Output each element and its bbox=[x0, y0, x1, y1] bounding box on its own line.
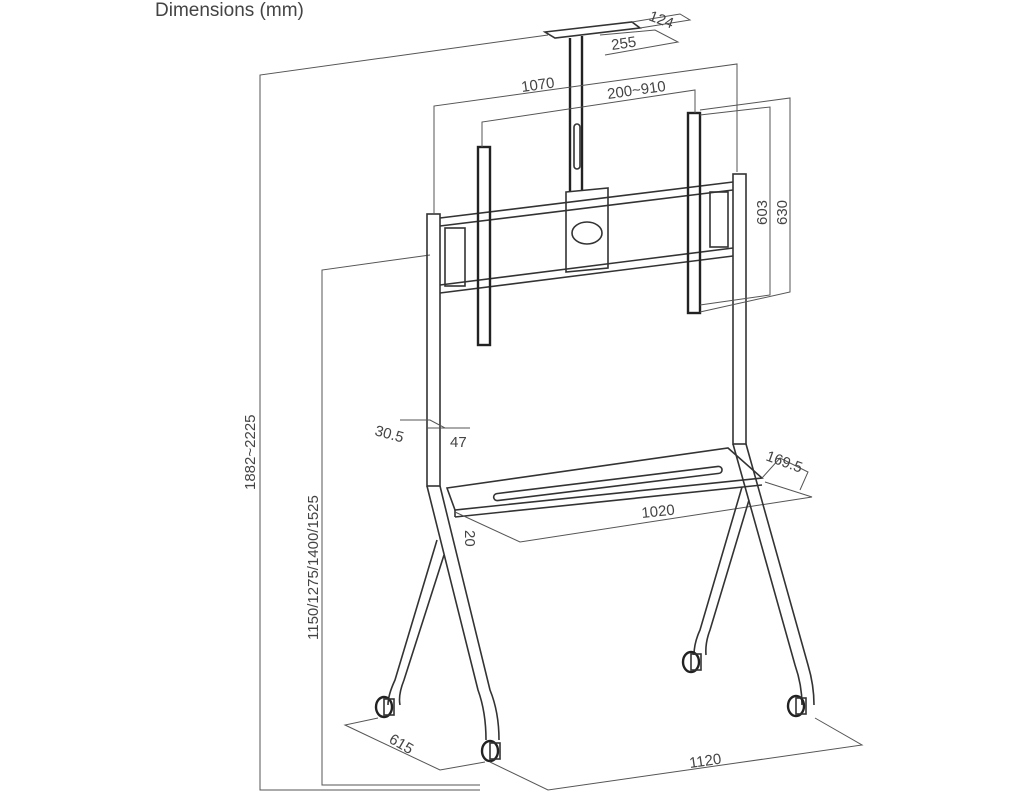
vesa-width-dimension: 200~910 bbox=[481, 78, 696, 147]
caster-back-left bbox=[374, 695, 395, 719]
vesa-vertical-inner-label: 603 bbox=[754, 200, 771, 225]
mount-height-label: 1150/1275/1400/1525 bbox=[305, 495, 322, 640]
caster-back-right bbox=[681, 650, 702, 674]
shelf-width-label: 1020 bbox=[641, 502, 676, 522]
overall-height-dimension: 1882~2225 bbox=[242, 34, 549, 791]
vesa-rails bbox=[476, 111, 702, 347]
vesa-height-dimension: 603 630 bbox=[699, 97, 791, 313]
upright-section-dimension: 30.5 47 bbox=[373, 419, 470, 451]
base-width-label: 1120 bbox=[688, 751, 722, 772]
base-width-dimension: 1120 bbox=[489, 717, 864, 791]
upright-depth-label: 30.5 bbox=[373, 422, 406, 446]
top-width-label: 255 bbox=[610, 34, 637, 54]
overall-height-label: 1882~2225 bbox=[242, 415, 259, 491]
vesa-vertical-outer-label: 630 bbox=[774, 200, 791, 225]
caster-front-left bbox=[480, 739, 501, 763]
base-depth-label: 615 bbox=[386, 731, 416, 758]
shelf-depth-label: 169.5 bbox=[764, 448, 805, 477]
casters bbox=[374, 650, 807, 763]
base-depth-dimension: 615 bbox=[343, 717, 486, 771]
upright-width-label: 47 bbox=[450, 434, 467, 451]
top-plate: 124 255 bbox=[542, 8, 692, 56]
mount-height-dimension: 1150/1275/1400/1525 bbox=[305, 254, 480, 786]
frame-width-label: 1070 bbox=[520, 74, 555, 95]
diagram-title: Dimensions (mm) bbox=[155, 0, 304, 21]
caster-front-right bbox=[786, 694, 807, 718]
frame bbox=[426, 173, 747, 487]
center-column bbox=[565, 36, 609, 273]
frame-width-dimension: 1070 bbox=[433, 63, 738, 214]
shelf-thickness-label: 20 bbox=[461, 530, 478, 547]
top-depth-label: 124 bbox=[647, 8, 676, 33]
